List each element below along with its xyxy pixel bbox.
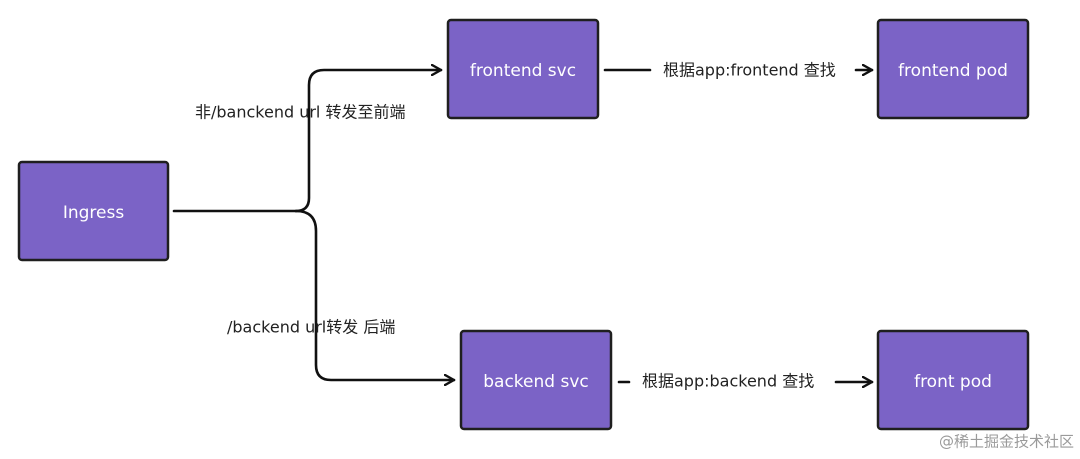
frontend-svc-label: frontend svc — [470, 61, 576, 81]
frontend-pod-label: frontend pod — [898, 61, 1008, 81]
front-pod-node: front pod — [876, 329, 1030, 431]
frontend-pod-node: frontend pod — [876, 18, 1030, 120]
backend-route-arrow — [294, 209, 456, 380]
backend-svc-label: backend svc — [483, 372, 589, 392]
backend-route-label: /backend url转发 后端 — [227, 318, 395, 337]
ingress-node: Ingress — [17, 160, 170, 262]
backend-svc-node: backend svc — [459, 329, 613, 431]
watermark-text: @稀土掘金技术社区 — [939, 433, 1074, 451]
backend-lookup-label: 根据app:backend 查找 — [642, 372, 814, 391]
frontend-svc-node: frontend svc — [446, 18, 600, 120]
ingress-label: Ingress — [63, 203, 125, 223]
frontend-route-arrow — [294, 70, 443, 213]
frontend-route-label: 非/banckend url 转发至前端 — [195, 103, 405, 122]
front-pod-label: front pod — [914, 372, 992, 392]
frontend-lookup-label: 根据app:frontend 查找 — [663, 61, 836, 80]
